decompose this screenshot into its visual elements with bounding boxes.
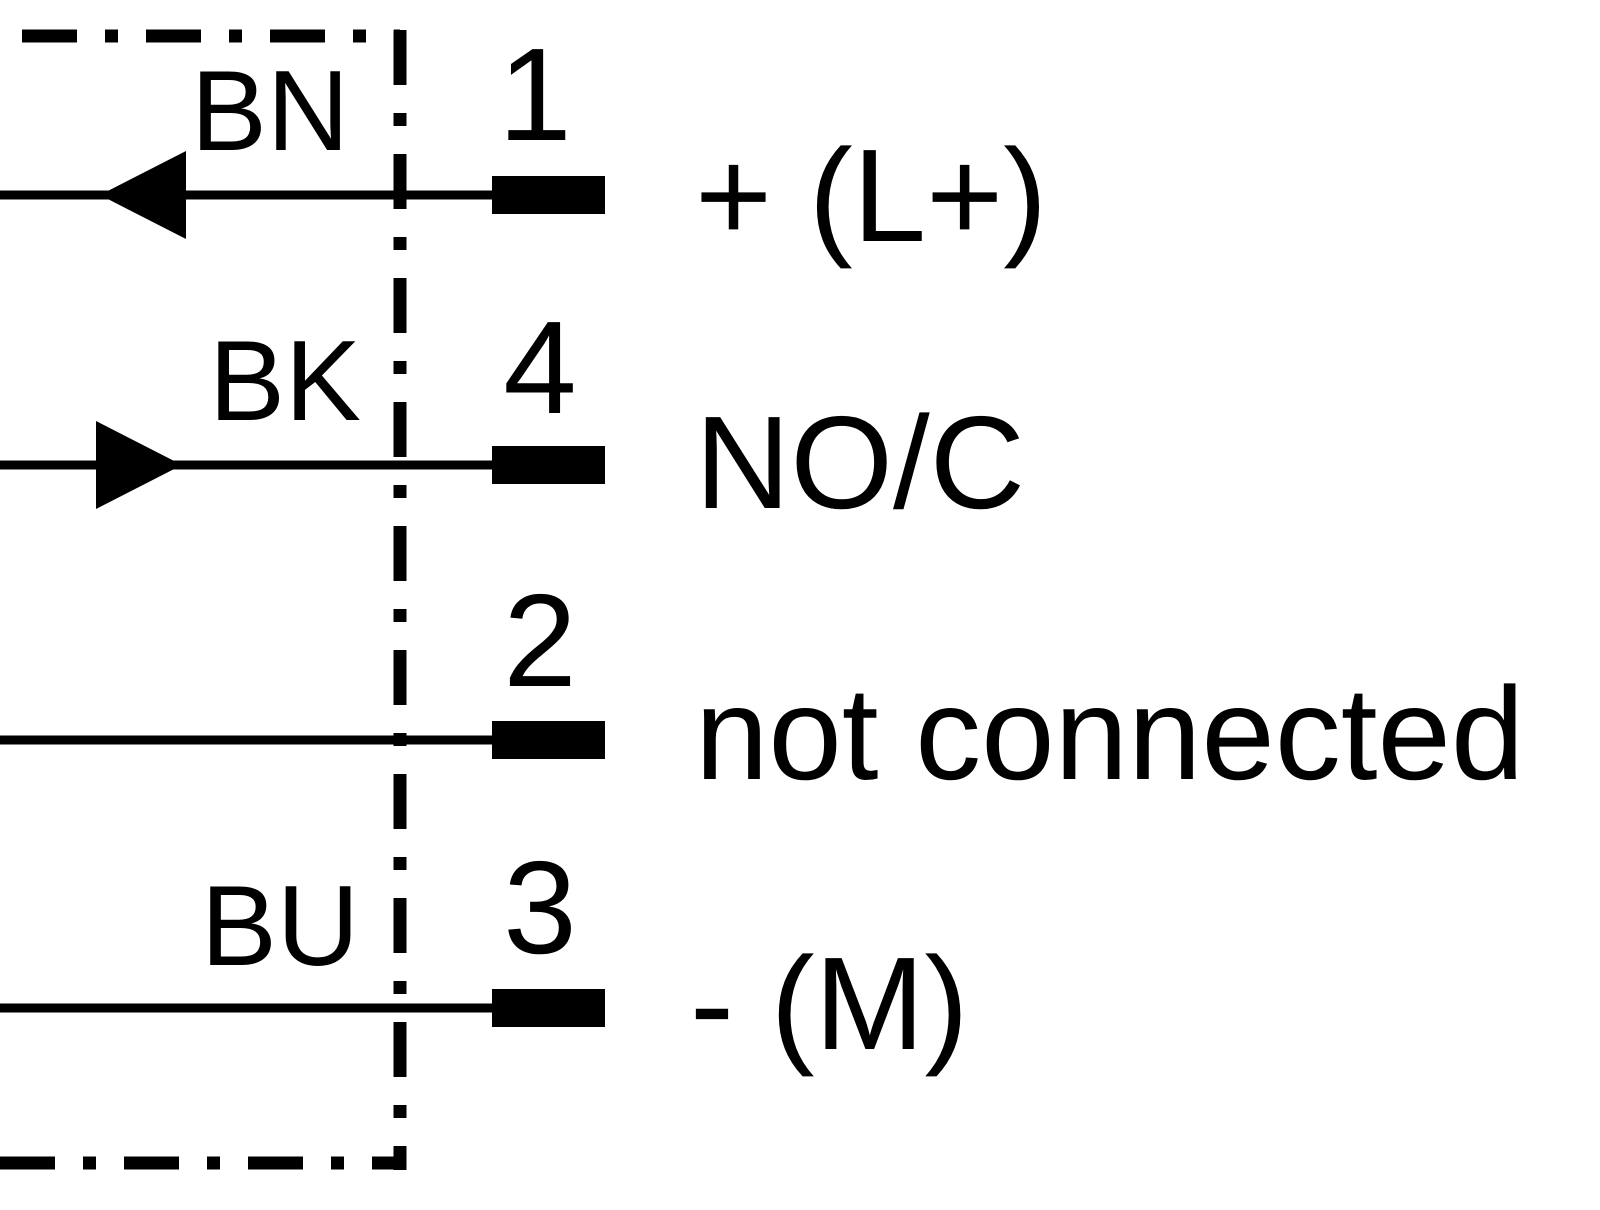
- wire-color-label-bu: BU: [201, 863, 359, 990]
- signal-label-4: NO/C: [695, 389, 1025, 536]
- pin-number-1: 1: [498, 21, 571, 168]
- arrow-left-icon: [100, 151, 186, 239]
- signal-label-1: + (L+): [695, 122, 1047, 269]
- signal-label-2: not connected: [695, 660, 1524, 807]
- arrow-right-icon: [96, 421, 182, 509]
- terminal-pin-4: [492, 446, 605, 484]
- terminal-pin-3: [492, 989, 605, 1027]
- pin-number-3: 3: [503, 834, 576, 981]
- pin-number-4: 4: [503, 294, 576, 441]
- terminal-pin-1: [492, 176, 605, 214]
- terminal-pin-2: [492, 721, 605, 759]
- signal-label-3: - (M): [690, 930, 969, 1077]
- wire-color-label-bk: BK: [209, 318, 361, 445]
- pin-number-2: 2: [503, 567, 576, 714]
- wire-color-label-bn: BN: [191, 48, 349, 175]
